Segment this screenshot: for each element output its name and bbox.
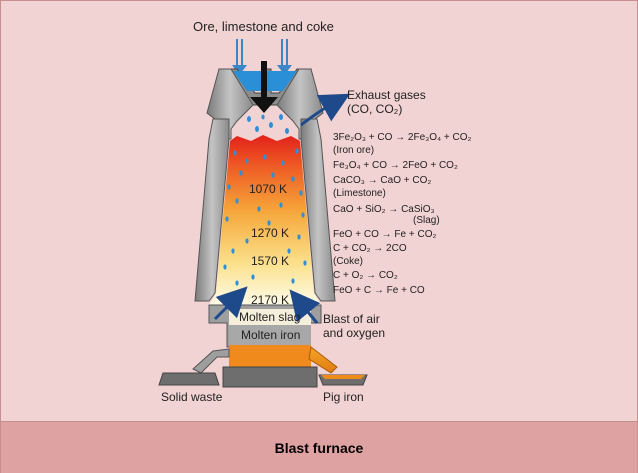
reaction-line: C + O₂ → CO₂ [333,270,398,281]
molten-iron-label-bg [229,325,311,345]
slag-spout [158,348,230,386]
furnace-base [222,366,318,388]
top-label: Ore, limestone and coke [193,19,334,34]
iron-spout [308,346,368,386]
molten-iron-label: Molten iron [241,328,300,342]
exhaust-arrow [300,93,351,127]
molten-slag-label: Molten slag [239,310,300,324]
reactions-list: 3Fe₂O₃ + CO → 2Fe₃O₄ + CO₂ (Iron ore) Fe… [333,132,471,296]
blast-arrows [213,286,321,324]
blast-label-line2: and oxygen [323,326,385,340]
temp-label-1570: 1570 K [251,254,289,268]
solid-waste-label: Solid waste [161,390,223,404]
reaction-line: (Iron ore) [333,145,374,156]
reaction-line: CaCO₃ → CaO + CO₂ [333,175,431,186]
reaction-line: (Coke) [333,256,363,267]
reaction-line: 3Fe₂O₃ + CO → 2Fe₃O₄ + CO₂ [333,132,471,143]
temp-label-1070: 1070 K [249,182,287,196]
reaction-line: C + CO₂ → 2CO [333,243,407,254]
reaction-line: CaO + SiO₂ → CaSiO₃ [333,204,435,215]
reaction-line: Fe₃O₄ + CO → 2FeO + CO₂ [333,160,458,171]
interior-droplets [223,148,307,286]
furnace-shell [194,68,336,302]
reaction-line: FeO + CO → Fe + CO₂ [333,229,436,240]
caption-bar: Blast furnace [1,421,637,473]
temp-label-2170: 2170 K [251,293,289,307]
input-arrows [232,39,292,75]
exhaust-label-line2: (CO, CO₂) [347,102,402,116]
blast-label-line1: Blast of air [323,312,380,326]
figure-caption: Blast furnace [274,439,364,456]
pig-iron-label: Pig iron [323,390,364,404]
temp-label-1270: 1270 K [251,226,289,240]
molten-iron-layer [229,345,311,367]
reaction-line: FeO + C → Fe + CO [333,285,425,296]
blast-furnace-diagram: 1070 K 1270 K 1570 K 2170 K [158,19,471,404]
reaction-line: (Limestone) [333,188,386,199]
charge-droplets [247,114,289,134]
reaction-line: (Slag) [413,215,440,226]
diagram-panel: 1070 K 1270 K 1570 K 2170 K [1,1,637,421]
exhaust-label-line1: Exhaust gases [347,88,426,102]
